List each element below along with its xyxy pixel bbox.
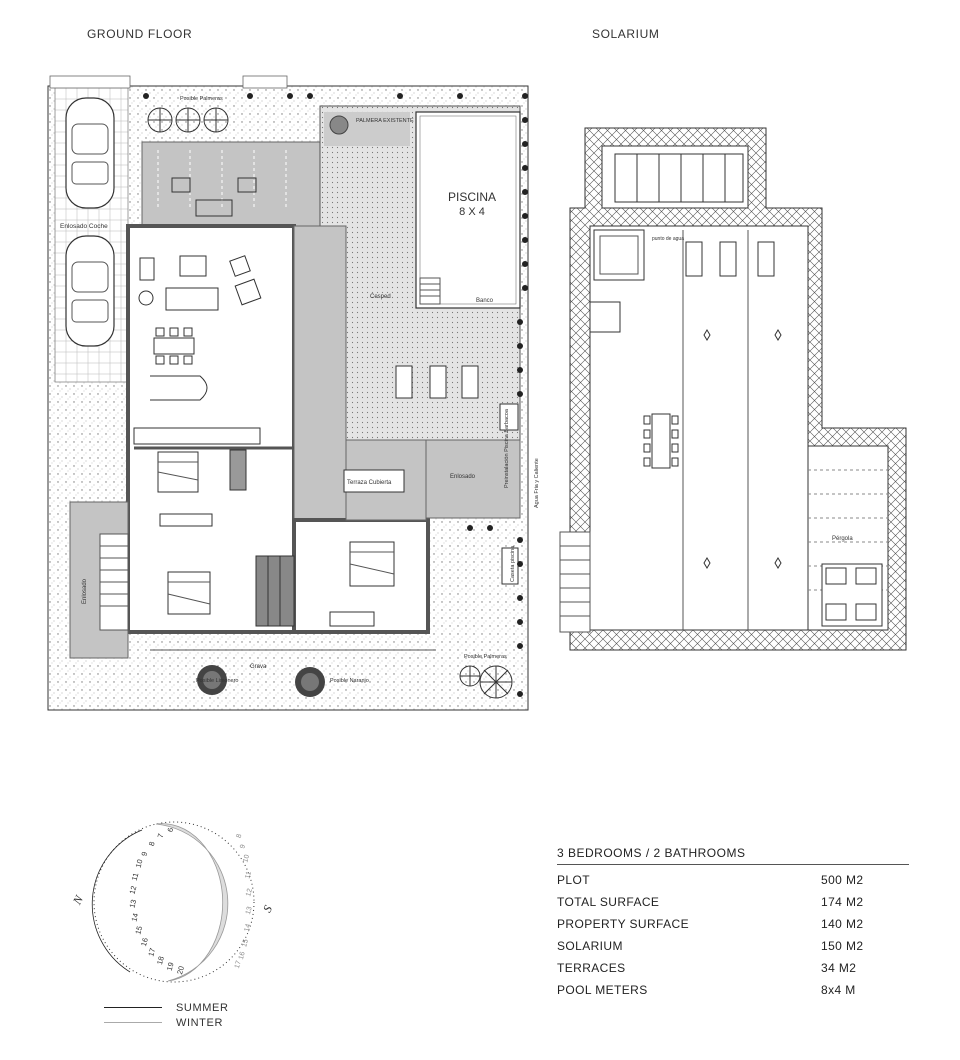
terraza-label: Terraza Cubierta	[347, 480, 392, 486]
legend-summer-label: SUMMER	[176, 1001, 229, 1014]
winter-hour-label: 14	[244, 923, 253, 932]
tree-icon	[295, 667, 325, 697]
palmeras-bottom-label: Posible Palmeras	[464, 654, 507, 660]
summer-hour-label: 14	[129, 912, 140, 922]
spec-label: TOTAL SURFACE	[557, 895, 660, 909]
spec-row: TOTAL SURFACE 174 M2	[557, 895, 909, 909]
pergola-label: Pérgola	[832, 536, 853, 542]
preinstalacion-label: Preinstalación Piscina Barbacoa	[504, 408, 510, 488]
spec-value: 34 M2	[821, 961, 857, 975]
spec-label: SOLARIUM	[557, 939, 623, 953]
summer-hour-label: 10	[134, 858, 145, 868]
agua-label: Agua Fria y Caliente	[534, 458, 540, 508]
winter-hour-label: 15	[241, 938, 250, 947]
winter-hour-label: 12	[245, 888, 254, 897]
spec-value: 174 M2	[821, 895, 864, 909]
spec-value: 8x4 M	[821, 983, 856, 997]
summer-hour-label: 11	[130, 872, 141, 882]
spec-label: TERRACES	[557, 961, 626, 975]
winter-hour-label: 11	[244, 871, 253, 880]
cesped-label: Cesped	[370, 294, 391, 300]
enlosado-coche-label: Enlosado Coche	[60, 223, 108, 230]
compass-north: N	[69, 892, 86, 907]
car-icon	[65, 235, 115, 347]
summer-hour-label: 15	[133, 925, 144, 935]
spec-value: 150 M2	[821, 939, 864, 953]
legend-summer: SUMMER	[104, 1000, 229, 1015]
spec-row: POOL METERS 8x4 M	[557, 983, 909, 997]
summer-hour-label: 13	[127, 899, 138, 909]
pool	[415, 111, 521, 309]
enlosado-right-label: Enlosado	[450, 474, 476, 480]
spec-value: 500 M2	[821, 873, 864, 887]
ground-floor-title: GROUND FLOOR	[87, 27, 193, 41]
sun-legend: SUMMER WINTER	[104, 1000, 229, 1030]
solarium-plan: punto de agua Pérgola	[559, 127, 907, 651]
summer-hour-label: 16	[139, 937, 150, 947]
winter-hour-label: 16	[238, 951, 247, 960]
summer-hour-label: 18	[155, 955, 166, 965]
compass-circle	[93, 821, 255, 983]
summer-hour-label: 7	[156, 833, 166, 839]
spec-label: PLOT	[557, 873, 590, 887]
property-specs: 3 BEDROOMS / 2 BATHROOMS PLOT 500 M2 TOTAL…	[557, 846, 909, 997]
summer-line-swatch	[104, 1007, 162, 1008]
caseta-label: Caseta piscina	[510, 545, 516, 582]
spec-row: SOLARIUM 150 M2	[557, 939, 909, 953]
spec-row: TERRACES 34 M2	[557, 961, 909, 975]
summer-hour-label: 20	[175, 965, 186, 975]
piscina-size-label: 8 X 4	[459, 206, 485, 218]
palm-icon	[459, 665, 513, 699]
spec-label: PROPERTY SURFACE	[557, 917, 689, 931]
winter-hour-label: 9	[239, 844, 247, 850]
naranjo-label: Posible Naranjo	[330, 678, 369, 684]
winter-hour-label: 8	[236, 833, 244, 839]
punto-agua-label: punto de agua	[652, 236, 684, 242]
limonero-label: Posible Limonero	[196, 678, 239, 684]
solarium-title: SOLARIUM	[592, 27, 660, 41]
floor-plans: Enlosado Coche Posible Palmeras PALMERA …	[47, 75, 907, 711]
spec-row: PROPERTY SURFACE 140 M2	[557, 917, 909, 931]
winter-line-swatch	[104, 1022, 162, 1023]
winter-sun-area	[155, 823, 229, 982]
summer-arc	[91, 829, 143, 973]
summer-hour-label: 12	[128, 885, 139, 895]
summer-hour-label: 6	[165, 827, 175, 833]
legend-winter-label: WINTER	[176, 1016, 223, 1029]
specs-heading: 3 BEDROOMS / 2 BATHROOMS	[557, 846, 909, 865]
winter-hour-label: 13	[245, 906, 254, 915]
grava-label: Grava	[250, 664, 267, 670]
winter-hour-label: 10	[242, 854, 251, 863]
palmera-label: PALMERA EXISTENTE	[356, 118, 414, 124]
compass-south: S	[260, 903, 275, 915]
specs-rows: PLOT 500 M2 TOTAL SURFACE 174 M2 PROPERTY SU…	[557, 873, 909, 997]
tree-icon	[197, 665, 227, 695]
summer-hour-label: 8	[147, 841, 157, 847]
summer-hour-label: 19	[165, 961, 176, 971]
spec-value: 140 M2	[821, 917, 864, 931]
palmeras-top-label: Posible Palmeras	[180, 96, 223, 102]
legend-winter: WINTER	[104, 1015, 229, 1030]
enlosado-left-label: Enlosado	[82, 578, 88, 604]
palm-icon	[147, 107, 229, 133]
winter-hour-label: 17	[234, 960, 243, 969]
ground-floor-plan: Enlosado Coche Posible Palmeras PALMERA …	[47, 75, 540, 711]
car-icon	[65, 97, 115, 209]
summer-hour-label: 9	[139, 851, 149, 857]
banco-label: Banco	[476, 298, 494, 304]
piscina-label: PISCINA	[448, 190, 496, 204]
summer-hour-label: 17	[146, 947, 157, 957]
spec-row: PLOT 500 M2	[557, 873, 909, 887]
spec-label: POOL METERS	[557, 983, 648, 997]
